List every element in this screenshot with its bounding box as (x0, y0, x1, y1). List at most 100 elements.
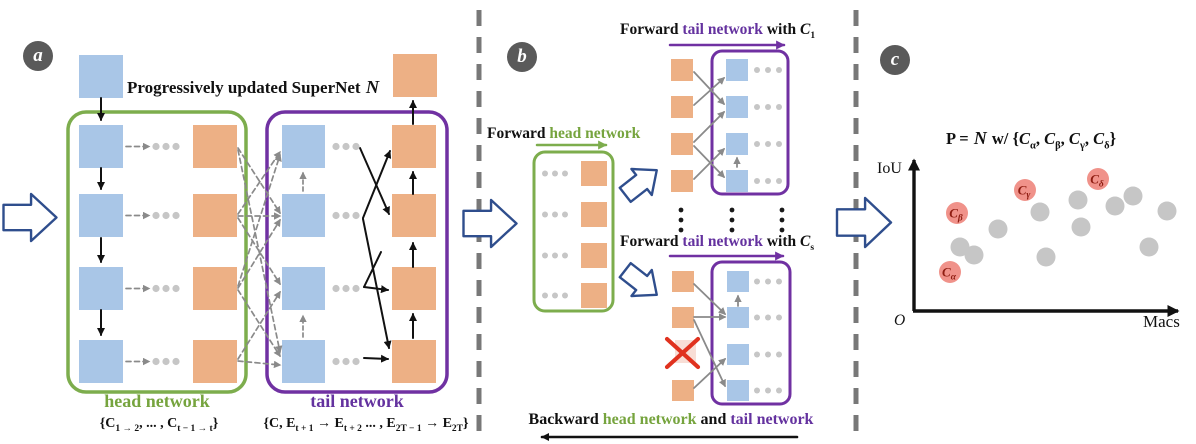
label-part: Backward (528, 411, 603, 428)
block-square (393, 54, 437, 97)
ellipsis-dot (754, 387, 760, 394)
label-part: Forward (620, 21, 683, 38)
label-part: with (762, 233, 800, 250)
title-part: P = (946, 129, 973, 148)
block-square (392, 125, 436, 168)
panel-separators (476, 10, 859, 438)
block-square (671, 133, 693, 155)
tail-network-box (265, 110, 449, 394)
scatter-dot (1157, 201, 1177, 221)
connector-arrow (237, 289, 281, 358)
ellipsis-dot (552, 292, 558, 299)
block-square (79, 340, 123, 383)
label-part: and (696, 411, 731, 428)
scatter-dot (1123, 186, 1143, 206)
ellipsis-dot (152, 284, 160, 293)
connector-arrow (693, 77, 726, 106)
ellipsis-dot (342, 211, 350, 220)
ellipsis-dot (332, 142, 340, 151)
ellipsis-dot (776, 178, 782, 184)
ellipsis-dot (332, 284, 340, 293)
ellipsis-dot (552, 170, 558, 177)
connector-arrow (362, 150, 392, 219)
label-part: head network (549, 125, 641, 142)
scatter-dot (1071, 217, 1091, 237)
connector-arrow (362, 218, 392, 349)
supernet-symbol: N (365, 77, 380, 97)
ellipsis-dot (729, 207, 735, 213)
ellipsis-dot (765, 387, 771, 394)
connector-arrow (237, 217, 281, 286)
block-square (672, 271, 694, 292)
ellipsis-dot (765, 104, 771, 110)
config-set: Cα, Cβ, Cγ, Cδ (1018, 129, 1110, 152)
ellipsis-dot (779, 217, 785, 223)
block-square (671, 170, 693, 192)
label-part: tail network (682, 233, 763, 250)
block-square (581, 202, 607, 227)
formula-sub: 2T − 1 (395, 423, 422, 434)
ellipsis-dot (162, 142, 170, 151)
ellipsis-dot (152, 211, 160, 220)
ellipsis-dot (776, 67, 782, 73)
panel-b-badge: b (507, 42, 537, 72)
title-sub: δ (1104, 140, 1110, 152)
block-square (727, 380, 749, 401)
ellipsis-dot (765, 141, 771, 147)
formula-sub: t + 1 (295, 423, 314, 434)
ellipsis-dot (776, 141, 782, 147)
title-part: w/ { (987, 129, 1019, 148)
y-axis-label: IoU (877, 160, 902, 177)
connector-arrow (363, 251, 382, 288)
supernet-symbol: N (973, 128, 987, 148)
scatter-dot (1105, 196, 1125, 216)
block-square (79, 55, 123, 98)
title-var: C (1018, 129, 1030, 148)
head-formula: {C1 → 2, ... , Ct − 1 → t} (60, 416, 258, 434)
backward-label: Backward head network and tail network (505, 411, 837, 429)
ellipsis-dot (542, 170, 548, 177)
scatter-dot (1030, 202, 1050, 222)
ellipsis-dot (352, 211, 360, 220)
ellipsis-dot (162, 357, 170, 366)
ellipsis-dot (776, 351, 782, 358)
flow-arrow-se (618, 261, 658, 298)
block-square (79, 125, 123, 168)
scatter-dot (1036, 247, 1056, 267)
formula-sub: 1 → 2 (115, 423, 140, 434)
ellipsis-dot (562, 292, 568, 299)
tail-network-label: tail network (310, 391, 404, 411)
ellipsis-dot (776, 278, 782, 285)
flow-arrow-a-b (462, 198, 518, 249)
block-square (727, 344, 749, 365)
block-square (581, 161, 607, 186)
ellipsis-dot (542, 252, 548, 259)
connector-arrow (237, 150, 281, 215)
ellipsis-dot (779, 227, 785, 233)
ellipsis-dot (552, 252, 558, 259)
flow-arrow-ne (618, 167, 658, 204)
connector-arrow (359, 147, 390, 215)
connector-arrow (664, 336, 701, 370)
block-square (672, 380, 694, 401)
ellipsis-dot (776, 387, 782, 394)
ellipsis-dot (332, 357, 340, 366)
supernet-title-text: Progressively updated SuperNet (127, 78, 365, 97)
ellipsis-dot (729, 227, 735, 233)
label-part: Forward (620, 233, 683, 250)
block-square (193, 194, 237, 237)
block-square (193, 267, 237, 310)
connector-arrow (693, 319, 726, 388)
ellipsis-dot (542, 292, 548, 299)
scatter-dot-selected (1087, 168, 1109, 190)
block-square (282, 340, 325, 383)
block-square (282, 194, 325, 237)
block-square (392, 194, 436, 237)
block-square (726, 133, 748, 155)
ellipsis-dot (172, 142, 180, 151)
connector-arrow (237, 218, 281, 289)
ellipsis-dot (172, 284, 180, 293)
title-var: C (1068, 129, 1080, 148)
ellipsis-dot (332, 211, 340, 220)
